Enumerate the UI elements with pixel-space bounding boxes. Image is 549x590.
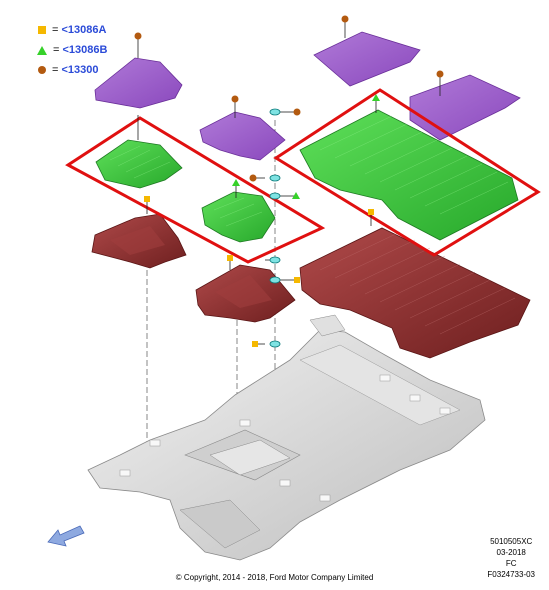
clip-fastener-icon (269, 108, 281, 348)
purple-mat-front-right (199, 111, 286, 161)
floor-pan (87, 314, 486, 561)
green-mat-rear (299, 109, 519, 241)
front-left-mat-maroon (91, 213, 187, 269)
front-direction-arrow-icon (47, 525, 85, 547)
rear-floor-mat-maroon (299, 227, 531, 359)
callout-leaders (137, 20, 441, 345)
legend-label-13300: <13300 (61, 64, 99, 76)
stamp-line-1: 5010505XC (490, 537, 533, 546)
legend-label-13086b: <13086B (62, 44, 108, 56)
highlight-box-rear (273, 88, 541, 257)
green-mat-front-left (95, 139, 183, 189)
green-mat-front-right (201, 191, 276, 243)
purple-mat-front-left (94, 57, 183, 109)
callout-symbols (134, 15, 444, 347)
copyright-notice: © Copyright, 2014 - 2018, Ford Motor Com… (175, 573, 374, 582)
legend-item-13300: = <13300 (36, 60, 107, 80)
front-right-mat-maroon (195, 264, 296, 323)
green-mats (95, 109, 519, 243)
purple-mats (94, 31, 521, 161)
square-icon (38, 26, 46, 34)
stamp-line-3: FC (505, 559, 517, 568)
highlight-box-front (65, 116, 326, 264)
purple-mat-rear-left (313, 31, 421, 87)
triangle-icon (37, 45, 47, 55)
legend-label-13086a: <13086A (61, 24, 107, 36)
purple-mat-rear-right (409, 74, 521, 141)
drawing-stamp: 5010505XC 03-2018 FC F0324733-03 (487, 536, 535, 580)
legend-item-13086b: = <13086B (36, 40, 107, 60)
legend-item-13086a: = <13086A (36, 20, 107, 40)
highlight-boxes (65, 88, 541, 264)
legend: = <13086A = <13086B = <13300 (36, 20, 107, 80)
stamp-line-2: 03-2018 (496, 548, 526, 557)
circle-icon (38, 66, 46, 74)
stamp-line-4: F0324733-03 (487, 570, 535, 579)
